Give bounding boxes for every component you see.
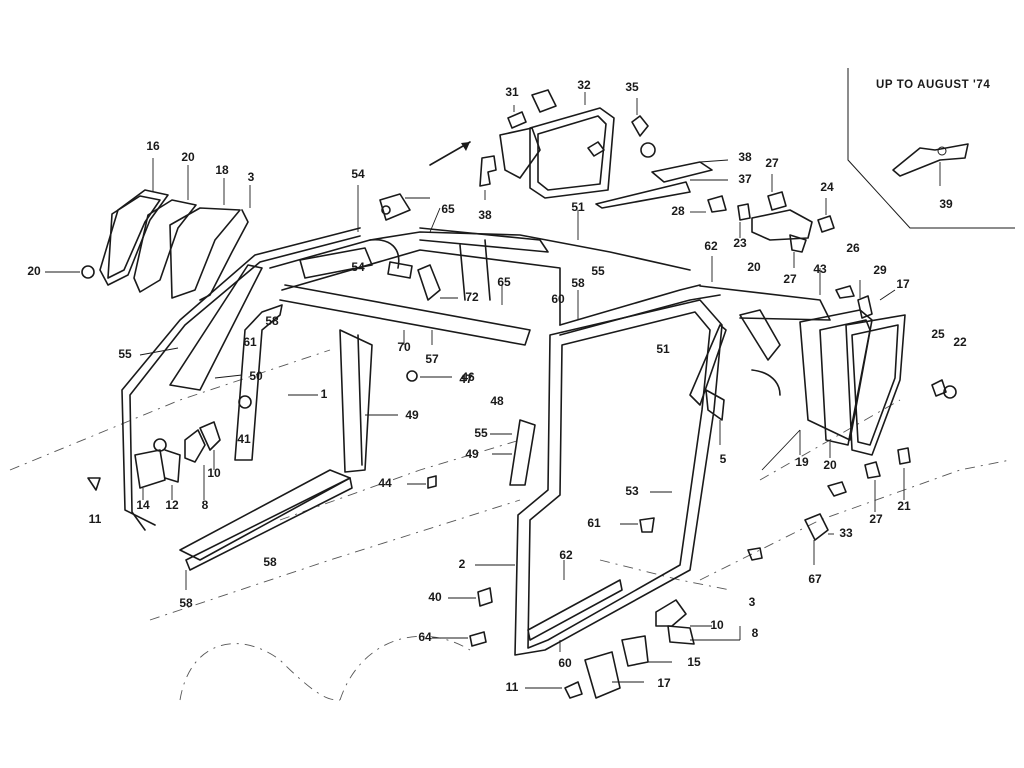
callout: 22: [953, 335, 967, 349]
left-pillar-weatherstrip: [121, 227, 361, 531]
callout: 32: [577, 78, 591, 92]
callout: 5: [720, 452, 727, 466]
callout: 65: [441, 202, 455, 216]
callout: 2: [459, 557, 466, 571]
left-door-sill: [179, 469, 353, 590]
callout: 44: [378, 476, 392, 490]
callout: 49: [405, 408, 419, 422]
callout: 61: [587, 516, 601, 530]
right-lower-hardware: [432, 513, 834, 699]
callout: 55: [591, 264, 605, 278]
callout: 26: [846, 241, 860, 255]
callout: 24: [820, 180, 834, 194]
callout: 14: [136, 498, 150, 512]
callout: 3: [248, 170, 255, 184]
callout: 72: [465, 290, 479, 304]
callout: 55: [118, 347, 132, 361]
callout: 33: [839, 526, 853, 540]
inset-note: UP TO AUGUST '74: [876, 79, 990, 91]
callout: 18: [215, 163, 229, 177]
callout: 51: [656, 342, 670, 356]
inset-part-label: 39: [939, 197, 953, 211]
callout: 49: [465, 447, 479, 461]
callout: 58: [265, 314, 279, 328]
callout: 64: [418, 630, 432, 644]
callout: 16: [146, 139, 160, 153]
callout: 27: [765, 156, 779, 170]
callout: 70: [397, 340, 411, 354]
roof-frame: [269, 185, 721, 346]
right-door-weatherstrip: [475, 290, 727, 656]
callout: 10: [207, 466, 221, 480]
callout: 60: [558, 656, 572, 670]
callout: 27: [783, 272, 797, 286]
callout: 53: [625, 484, 639, 498]
callout: 8: [202, 498, 209, 512]
callout: 54: [351, 260, 365, 274]
callout: 20: [27, 264, 41, 278]
callout: 65: [497, 275, 511, 289]
callout: 60: [551, 292, 565, 306]
callout: 35: [625, 80, 639, 94]
callout: 48: [490, 394, 504, 408]
callout: 31: [505, 85, 519, 99]
callout: 8: [752, 626, 759, 640]
callout: 38: [738, 150, 752, 164]
callout: 62: [559, 548, 573, 562]
callout: 61: [243, 335, 257, 349]
callout: 58: [263, 555, 277, 569]
callout: 43: [813, 262, 827, 276]
callout: 38: [478, 208, 492, 222]
inset-panel: UP TO AUGUST '74 39: [847, 68, 1015, 229]
callout: 11: [506, 680, 519, 694]
callout: 3: [749, 595, 756, 609]
callout: 46: [461, 370, 475, 384]
callout: 28: [671, 204, 685, 218]
callout: 40: [428, 590, 442, 604]
callout: 58: [571, 276, 585, 290]
callout: 20: [823, 458, 837, 472]
callout: 21: [897, 499, 911, 513]
callout: 12: [165, 498, 179, 512]
right-quarter-glass-set: [739, 289, 957, 512]
callout: 54: [351, 167, 365, 181]
callout: 19: [795, 455, 809, 469]
callout: 27: [869, 512, 883, 526]
callout: 51: [571, 200, 585, 214]
callout: 23: [733, 236, 747, 250]
fuel-lid-and-small-parts: [379, 89, 729, 221]
callout: 50: [249, 369, 263, 383]
callout: 20: [747, 260, 761, 274]
callout: 67: [808, 572, 822, 586]
callout: 1: [321, 387, 328, 401]
callout: 47: [459, 372, 473, 386]
callout: 15: [687, 655, 701, 669]
callout: 62: [704, 239, 718, 253]
callout: 29: [873, 263, 887, 277]
callout: 55: [474, 426, 488, 440]
left-quarter-glass-set: [45, 158, 251, 301]
callout: 25: [931, 327, 945, 341]
callout: 10: [710, 618, 724, 632]
right-upper-hardware: [690, 174, 873, 321]
center-pillar-parts: [238, 329, 452, 489]
callout: 41: [237, 432, 251, 446]
callout: 11: [89, 512, 102, 526]
callout: 20: [181, 150, 195, 164]
callout: 58: [179, 596, 193, 610]
callout: 57: [425, 352, 439, 366]
left-door-hinges: [87, 421, 221, 500]
callout: 37: [738, 172, 752, 186]
callout-labels: 31 32 35 38 37 27 24 28 23 26 20 27 43 2…: [27, 78, 967, 694]
callout: 17: [896, 277, 910, 291]
car-body-outline: [9, 349, 1011, 701]
callout: 17: [657, 676, 671, 690]
